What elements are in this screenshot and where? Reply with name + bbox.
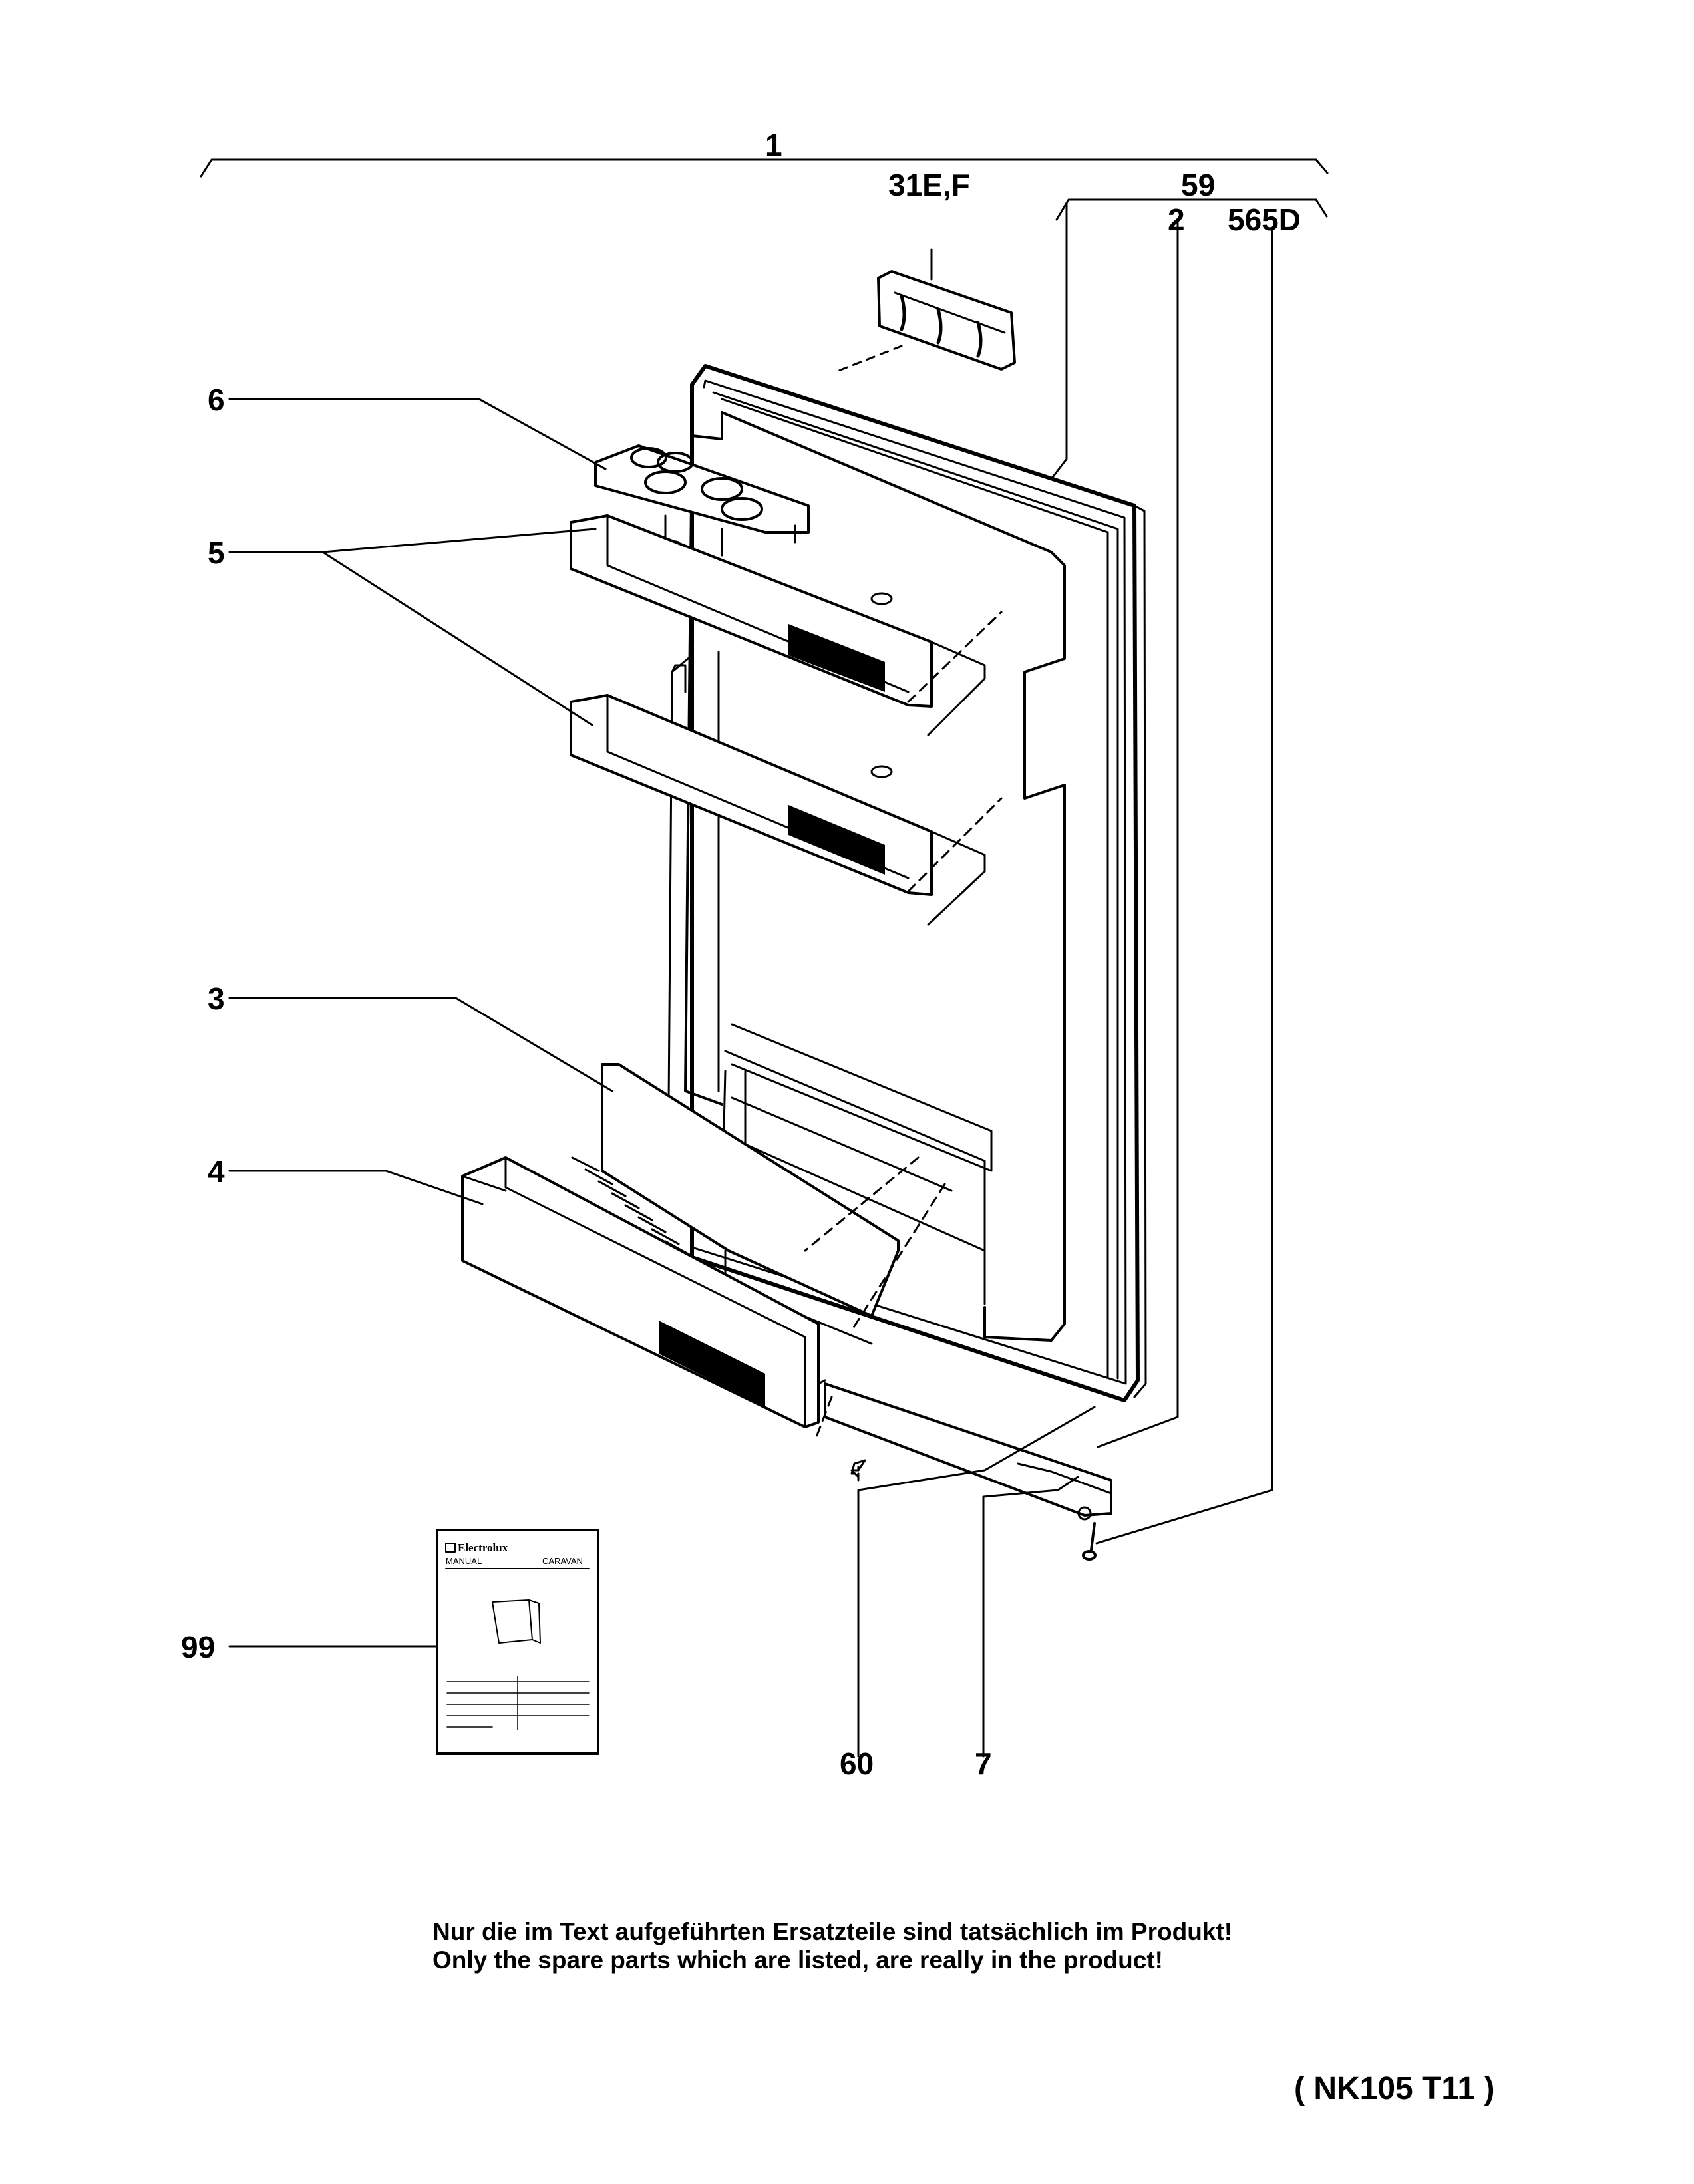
label-part-1: 1 [765,128,782,162]
note-german: Nur die im Text aufgeführten Ersatzteile… [432,1918,1233,1945]
manual-title-right: CARAVAN [542,1556,583,1566]
label-part-7: 7 [975,1746,992,1781]
label-part-59: 59 [1181,168,1216,202]
label-part-3: 3 [208,981,225,1016]
leader-lines-lower [228,1406,1096,1758]
door-hinge-latch [836,270,1016,373]
bottom-trim-strip [824,1382,1112,1521]
label-part-5: 5 [208,536,225,570]
drawing-reference: ( NK105 T11 ) [1294,2071,1495,2106]
manual-brand: Electrolux [458,1541,508,1554]
bracket-assembly-59 [1055,198,1328,221]
door-shelf-lower [570,694,986,926]
label-part-4: 4 [208,1154,225,1189]
label-part-6: 6 [208,383,225,417]
door-bin-bottom [461,1156,826,1428]
label-part-565d: 565D [1228,202,1301,237]
door-shelf-upper [570,514,986,736]
can-holder [594,444,810,557]
leader-lines [228,202,1273,1545]
bracket-assembly-1 [200,158,1329,178]
manual-booklet [436,1529,599,1755]
label-part-2: 2 [1168,202,1185,237]
note-english: Only the spare parts which are listed, a… [432,1947,1163,1974]
screw [1082,1522,1097,1561]
label-part-60: 60 [840,1746,874,1781]
manual-title-left: MANUAL [446,1556,482,1566]
label-part-31ef: 31E,F [888,168,970,202]
assembly-dash-lines [804,611,1003,1442]
label-part-99: 99 [181,1630,216,1664]
